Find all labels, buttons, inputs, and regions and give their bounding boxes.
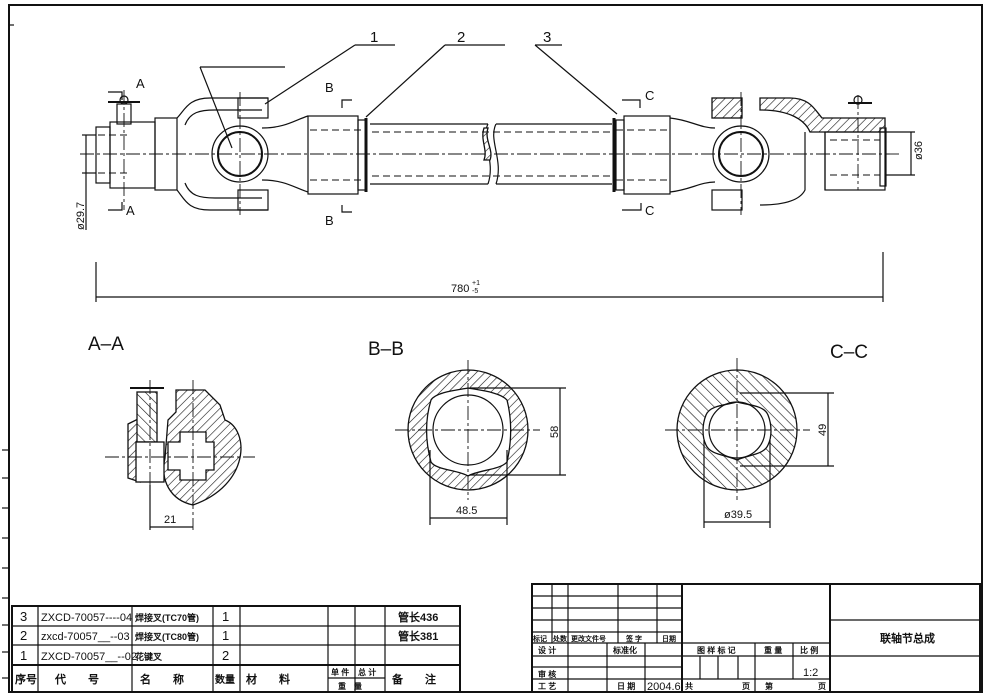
header-weight: 重 量 bbox=[338, 681, 362, 691]
scale-value: 1:2 bbox=[803, 667, 818, 679]
overall-tol-upper: +1 bbox=[472, 280, 480, 287]
rev-header-doc: 更改文件号 bbox=[571, 634, 606, 643]
sheet-no-label: 第 bbox=[765, 681, 773, 691]
process-label: 工 艺 bbox=[538, 681, 556, 691]
header-name: 名 称 bbox=[140, 672, 184, 686]
standardization-label: 标准化 bbox=[612, 645, 637, 655]
parts-header-row: 序号 代 号 名 称 数量 材 料 单 件 总 计 重 量 备 注 bbox=[15, 667, 436, 691]
part-no: 1 bbox=[20, 648, 27, 663]
part-qty: 1 bbox=[222, 628, 229, 643]
margin-ticks bbox=[2, 24, 14, 679]
section-marker-a-top: A bbox=[136, 76, 145, 91]
cc-height-dim: 49 bbox=[817, 424, 829, 436]
title-block: 标记 处数 更改文件号 签 字 日期 设 计 标准化 审 核 工 艺 日 期 2… bbox=[531, 583, 981, 693]
part-qty: 2 bbox=[222, 648, 229, 663]
design-label: 设 计 bbox=[538, 645, 556, 655]
part-name: 焊接叉(TC70管) bbox=[135, 612, 199, 623]
overall-length-dim: 780 bbox=[451, 283, 469, 295]
date-value: 2004.6 bbox=[647, 681, 681, 693]
part-remark: 管长381 bbox=[398, 629, 438, 643]
header-total-weight: 总 计 bbox=[358, 667, 376, 677]
parts-row-3: 3 ZXCD-70057----04 焊接叉(TC70管) 1 管长436 bbox=[20, 609, 438, 624]
part-qty: 1 bbox=[222, 609, 229, 624]
part-name: 焊接叉(TC80管) bbox=[135, 631, 199, 642]
header-unit-weight: 单 件 bbox=[331, 667, 349, 677]
part-label-2: 2 bbox=[457, 29, 465, 46]
review-label: 审 核 bbox=[538, 669, 556, 679]
rev-header-date: 日期 bbox=[662, 634, 676, 643]
part-no: 3 bbox=[20, 609, 27, 624]
section-markers: A A B B C C bbox=[108, 76, 654, 228]
main-assembly-view bbox=[80, 90, 900, 215]
section-marker-b-top: B bbox=[325, 80, 334, 95]
parts-row-1: 1 ZXCD-70057__--02 花键叉 2 bbox=[20, 648, 229, 663]
section-a-a: A–A 21 bbox=[88, 334, 255, 530]
header-no: 序号 bbox=[15, 672, 37, 686]
section-marker-b-bottom: B bbox=[325, 213, 334, 228]
part-label-1: 1 bbox=[370, 29, 378, 46]
rev-header-sign: 签 字 bbox=[625, 634, 642, 643]
section-marker-a-bottom: A bbox=[126, 203, 135, 218]
part-label-3: 3 bbox=[543, 29, 551, 46]
weight-label: 重 量 bbox=[764, 645, 782, 655]
bb-width-dim: 48.5 bbox=[456, 505, 477, 517]
rev-header-mark: 标记 bbox=[532, 634, 547, 643]
header-code: 代 号 bbox=[54, 672, 99, 686]
rev-header-count: 处数 bbox=[552, 634, 568, 643]
part-name: 花键叉 bbox=[135, 651, 163, 662]
total-sheets-unit: 页 bbox=[742, 682, 750, 691]
part-no: 2 bbox=[20, 628, 27, 643]
aa-width-dim: 21 bbox=[164, 514, 176, 526]
section-c-c: C–C 49 ø39.5 bbox=[665, 342, 868, 528]
part-code: ZXCD-70057__--02 bbox=[41, 651, 137, 663]
header-remark: 备 注 bbox=[391, 672, 436, 686]
section-title-cc: C–C bbox=[830, 342, 868, 363]
section-title-aa: A–A bbox=[88, 334, 124, 355]
section-marker-c-top: C bbox=[645, 88, 654, 103]
main-dimensions: ø29.7 ø36 780 +1 -5 bbox=[75, 131, 925, 302]
drawing-title: 联轴节总成 bbox=[880, 631, 935, 645]
parts-row-2: 2 zxcd-70057__--03 焊接叉(TC80管) 1 管长381 bbox=[20, 628, 438, 643]
sheet-no-unit: 页 bbox=[818, 682, 826, 691]
cc-diameter-dim: ø39.5 bbox=[724, 509, 752, 521]
part-leaders: 1 2 3 bbox=[199, 29, 618, 149]
section-title-bb: B–B bbox=[368, 339, 404, 360]
header-qty: 数量 bbox=[215, 673, 235, 686]
parts-list-table: 3 ZXCD-70057----04 焊接叉(TC70管) 1 管长436 2 … bbox=[11, 605, 461, 693]
right-diameter-dim: ø36 bbox=[913, 141, 925, 160]
part-code: ZXCD-70057----04 bbox=[41, 612, 132, 624]
scale-label: 比 例 bbox=[800, 645, 818, 655]
left-diameter-dim: ø29.7 bbox=[75, 202, 87, 230]
pattern-mark-label: 图 样 标 记 bbox=[697, 645, 736, 655]
drawing-border bbox=[8, 4, 983, 693]
part-code: zxcd-70057__--03 bbox=[41, 631, 130, 643]
overall-tol-lower: -5 bbox=[472, 288, 478, 295]
section-marker-c-bottom: C bbox=[645, 203, 654, 218]
date-label: 日 期 bbox=[617, 681, 635, 691]
bb-height-dim: 58 bbox=[549, 426, 561, 438]
section-b-b: B–B 58 48.5 bbox=[368, 339, 566, 525]
header-material: 材 料 bbox=[246, 672, 290, 686]
total-sheets-label: 共 bbox=[685, 681, 693, 691]
part-remark: 管长436 bbox=[398, 610, 438, 624]
